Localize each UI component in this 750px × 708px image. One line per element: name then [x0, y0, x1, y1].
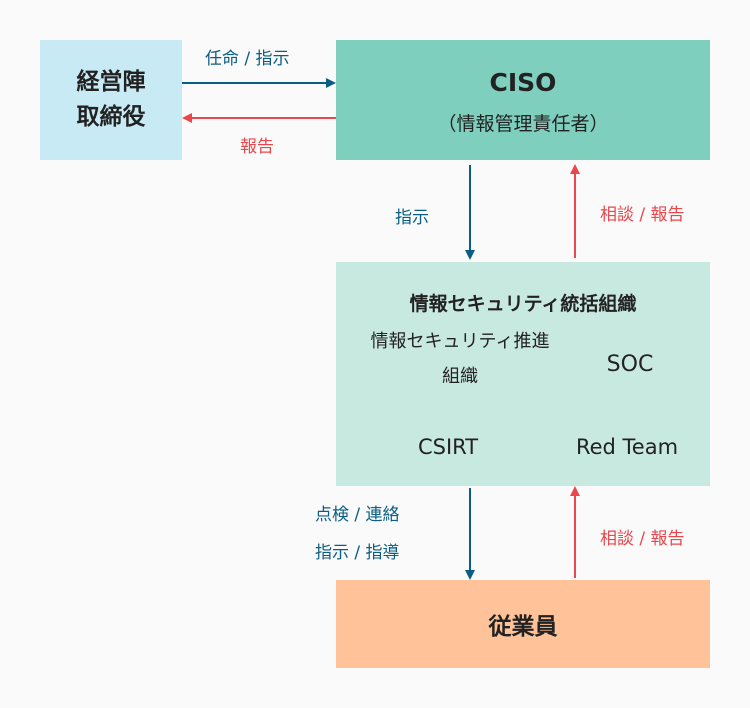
ciso-subtitle: （情報管理責任者） [437, 113, 609, 135]
board-label-line1: 経営陣 [76, 69, 146, 95]
board-node: 経営陣 取締役 [40, 40, 182, 160]
board-label-line2: 取締役 [76, 104, 146, 130]
csirt-label: CSIRT [417, 435, 479, 459]
promotion-org-label-line1: 情報セキュリティ推進 [370, 331, 550, 352]
edge-label-ciso-to-org: 指示 [395, 208, 429, 228]
ciso-title: CISO [489, 68, 557, 97]
edge-label-board-to-ciso: 任命 / 指示 [205, 49, 290, 69]
edge-label-org-to-employees-line1: 点検 / 連絡 [315, 505, 400, 525]
edge-label-ciso-to-board: 報告 [240, 137, 274, 157]
soc-label: SOC [606, 352, 654, 377]
promotion-org-label-line2: 組織 [442, 366, 478, 387]
employees-node: 従業員 [336, 580, 710, 668]
security-org-node [336, 262, 710, 486]
edge-label-employees-to-org: 相談 / 報告 [600, 529, 685, 549]
edge-label-org-to-employees-line2: 指示 / 指導 [315, 543, 400, 563]
red-team-label: Red Team [575, 435, 679, 459]
edge-label-org-to-ciso: 相談 / 報告 [600, 205, 685, 225]
security-org-title: 情報セキュリティ統括組織 [409, 293, 637, 315]
employees-title: 従業員 [488, 614, 558, 640]
ciso-node: CISO （情報管理責任者） [336, 40, 710, 160]
